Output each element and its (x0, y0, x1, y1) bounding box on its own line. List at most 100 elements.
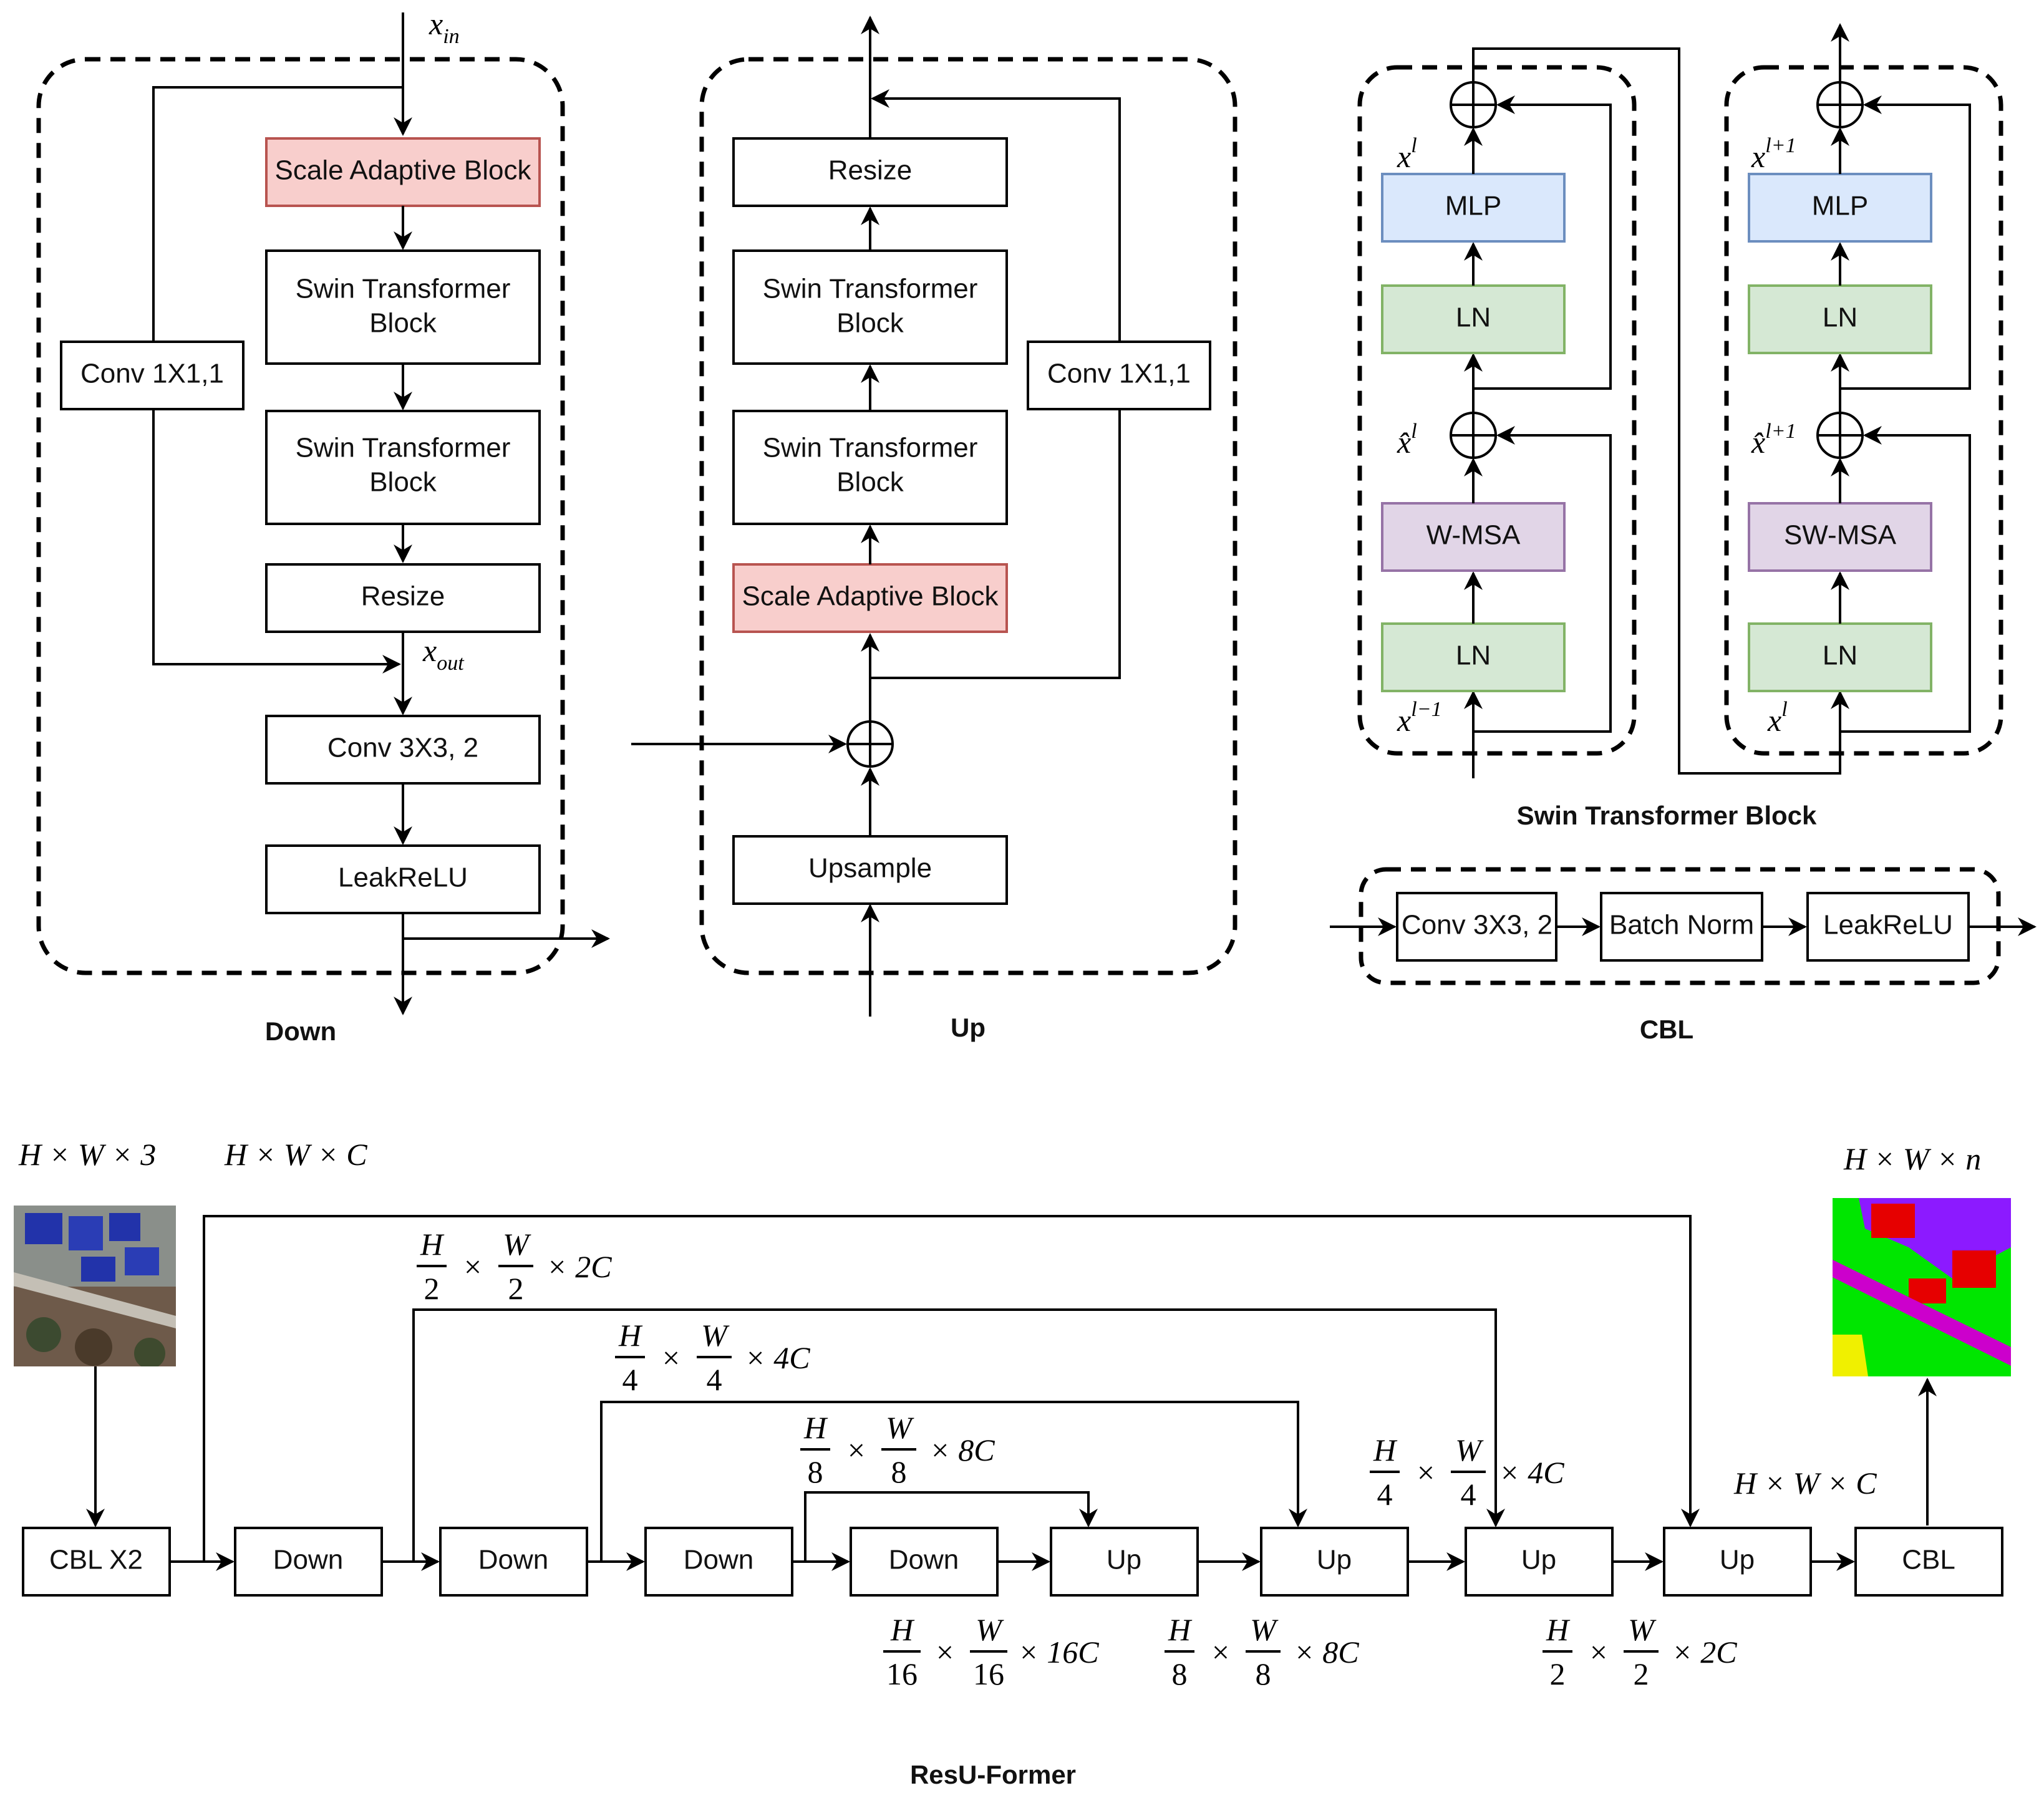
swin-right-border (1724, 65, 2003, 756)
resu-block-up-1-label: Up (1107, 1545, 1141, 1575)
up-swin1-line2: Block (836, 308, 904, 339)
down-conv3x3-box (265, 715, 541, 785)
frac-2c-den1: 2 (424, 1271, 440, 1306)
down-conv3x3-label: Conv 3X3, 2 (327, 733, 478, 763)
roof-4 (125, 1247, 159, 1275)
frac-8c-num2: W (886, 1410, 914, 1445)
frac-16c-suffix: × 16C (1018, 1635, 1099, 1670)
swin-right-msa (1748, 502, 1932, 572)
road (14, 1272, 176, 1328)
frac-4c-den2: 4 (707, 1362, 722, 1397)
resu-block-up-2-label: Up (1317, 1545, 1352, 1575)
down-resize-box (265, 563, 541, 633)
seg-red-2 (1952, 1250, 1996, 1288)
swin-right-block: LN SW-MSA LN MLP xl+1 x̂l+1 xl (1724, 23, 2003, 756)
skip-3 (600, 1401, 1307, 1562)
skip-4 (804, 1491, 1098, 1562)
frac-b2c-den1: 2 (1550, 1656, 1566, 1691)
swin-panel: LN W-MSA LN MLP xl x̂l xl−1 (1357, 23, 2003, 830)
swin-left-ln-bottom-label: LN (1456, 640, 1491, 671)
frac-4c-num1: H (618, 1318, 643, 1353)
roof-2 (69, 1216, 103, 1250)
cbl-conv-label: Conv 3X3, 2 (1402, 910, 1552, 940)
down-scale-adaptive-box (265, 137, 541, 207)
frac-up2-num2: W (1455, 1433, 1484, 1467)
resu-block-up-3 (1465, 1527, 1614, 1597)
resu-block-cbl-x2-label: CBL X2 (49, 1545, 143, 1575)
swin-left-res1 (1473, 426, 1612, 733)
swin-left-border (1357, 65, 1637, 756)
frac-b8c-times: × (1212, 1635, 1229, 1670)
swin-left-ln-top-label: LN (1456, 302, 1491, 333)
frac-2c-suffix: × 2C (546, 1249, 612, 1284)
output-image (1833, 1198, 2011, 1376)
swin-left-res2 (1473, 95, 1612, 390)
seg-road (1833, 1260, 2011, 1366)
up-upsample-label: Upsample (808, 853, 932, 884)
tree-2 (75, 1328, 112, 1366)
swin-left-block: LN W-MSA LN MLP xl x̂l xl−1 (1357, 65, 1637, 778)
up-title: Up (951, 1013, 986, 1042)
swin-left-ln-top (1381, 284, 1566, 354)
frac-up2-den1: 4 (1377, 1477, 1393, 1512)
resu-block-down-3-label: Down (684, 1545, 754, 1575)
cbl-panel: Conv 3X3, 2 Batch Norm LeakReLU CBL (1330, 867, 2037, 1044)
resu-title: ResU-Former (910, 1760, 1076, 1789)
up-conv1x1-label: Conv 1X1,1 (1047, 359, 1191, 389)
tree-3 (134, 1338, 165, 1366)
swin-right-x-l: xl+1 (1751, 134, 1796, 174)
down-swin2-box (265, 410, 541, 525)
up-residual-upper (871, 89, 1121, 342)
resu-block-down-4-label: Down (889, 1545, 959, 1575)
frac-b2c-suffix: × 2C (1672, 1635, 1737, 1670)
frac-b8c-den1: 8 (1172, 1656, 1188, 1691)
down-conv1x1-label: Conv 1X1,1 (80, 359, 224, 389)
down-scale-adaptive-label: Scale Adaptive Block (275, 155, 532, 186)
down-x-out: xout (422, 633, 465, 675)
swin-right-res1 (1840, 426, 1971, 733)
swin-right-mlp-label: MLP (1812, 191, 1868, 221)
swin-left-msa (1381, 502, 1566, 572)
cbl-bn-label: Batch Norm (1609, 910, 1754, 940)
resu-block-cbl-label: CBL (1902, 1545, 1955, 1575)
up-panel-border (699, 57, 1238, 975)
cbl-conv-box (1396, 892, 1557, 962)
frac-up2-den2: 4 (1461, 1477, 1476, 1512)
frac-2c-den2: 2 (508, 1271, 524, 1306)
frac-4c-times: × (662, 1340, 680, 1375)
frac-2c-num2: W (503, 1227, 531, 1262)
frac-8c-den1: 8 (808, 1454, 823, 1489)
down-conv1x1-box (60, 341, 245, 410)
frac-4c-num2: W (701, 1318, 730, 1353)
frac-8c-den2: 8 (891, 1454, 907, 1489)
resu-block-up-1 (1050, 1527, 1199, 1597)
cbl-title: CBL (1640, 1015, 1693, 1044)
frac-bottom-2c: H 2 × W 2 × 2C (1543, 1612, 1737, 1691)
down-swin1-line2: Block (369, 308, 437, 339)
frac-4c-den1: 4 (622, 1362, 638, 1397)
down-leakrelu-box (265, 844, 541, 914)
tree-1 (26, 1317, 61, 1352)
resu-block-down-4 (850, 1527, 999, 1597)
cbl-bn-box (1600, 892, 1763, 962)
down-swin2-line2: Block (369, 467, 437, 498)
up-swin2-line1: Swin Transformer (763, 433, 978, 463)
frac-16c-times: × (936, 1635, 954, 1670)
frac-4c-suffix: × 4C (745, 1340, 810, 1375)
frac-8c-suffix: × 8C (929, 1433, 995, 1467)
skip-2 (412, 1308, 1505, 1562)
frac-skip-2c: H 2 × W 2 × 2C (417, 1227, 612, 1306)
swin-left-x-l: xl (1397, 134, 1417, 174)
seg-yellow (1833, 1335, 1868, 1376)
frac-b2c-times: × (1590, 1635, 1607, 1670)
cbl-relu-label: LeakReLU (1823, 910, 1953, 940)
input-dim-label: H × W × 3 (18, 1137, 156, 1172)
up-conv1x1-box (1027, 341, 1211, 410)
resu-block-cbl (1854, 1527, 2003, 1597)
frac-8c-times: × (848, 1433, 865, 1467)
resu-block-up-4 (1663, 1527, 1812, 1597)
resu-block-up-2 (1260, 1527, 1409, 1597)
frac-8c-num1: H (803, 1410, 828, 1445)
swin-connector (1472, 47, 1849, 775)
